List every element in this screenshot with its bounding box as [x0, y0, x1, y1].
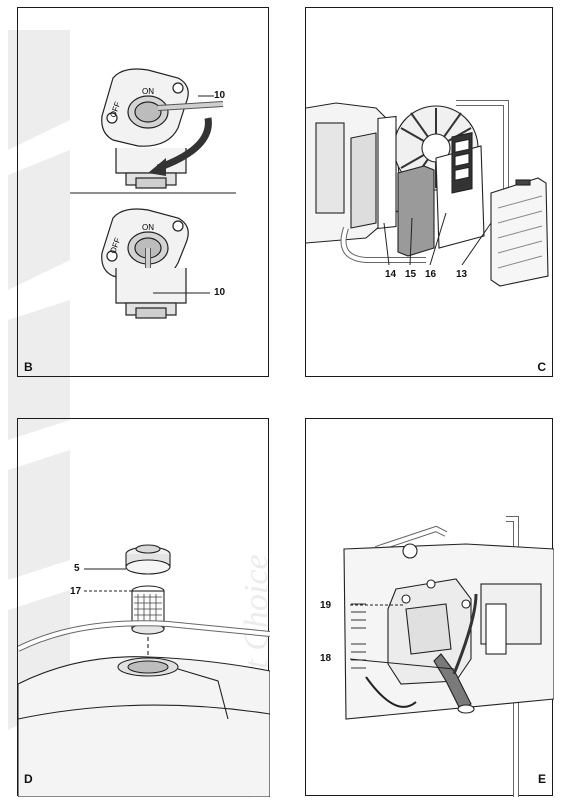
panel-label-c: C [537, 360, 546, 374]
panel-b: OFF ON OFF ON 10 10 B [17, 7, 269, 377]
callout-18: 18 [320, 653, 332, 664]
brand-logo-watermark [8, 30, 70, 730]
callout-10-bottom: 10 [214, 287, 226, 298]
fuel-valve-illustration: OFF ON OFF ON [70, 68, 236, 319]
panel-label-d: D [24, 772, 33, 786]
fuel-valve-bottom [101, 208, 189, 319]
callout-17: 17 [70, 586, 82, 597]
panel-c: 14 15 16 13 C [305, 7, 553, 377]
valve-mark-on-bottom: ON [142, 223, 154, 232]
callout-14: 14 [385, 269, 397, 280]
callout-15: 15 [405, 269, 417, 280]
panel-e: 19 18 E [305, 418, 554, 797]
callout-10-top: 10 [214, 90, 226, 101]
spark-plug-illustration [343, 516, 554, 797]
callout-16: 16 [425, 269, 437, 280]
panel-label-e: E [537, 772, 546, 786]
valve-mark-on-top: ON [142, 87, 154, 96]
panel-label-b: B [24, 360, 33, 374]
callout-19: 19 [320, 600, 332, 611]
callout-13: 13 [456, 269, 468, 280]
air-filter-illustration [306, 100, 549, 287]
fuel-valve-top [101, 68, 224, 189]
fuel-tank-strainer-illustration [18, 544, 270, 797]
panel-d: 5 17 D [17, 418, 270, 797]
callout-5: 5 [74, 563, 80, 574]
